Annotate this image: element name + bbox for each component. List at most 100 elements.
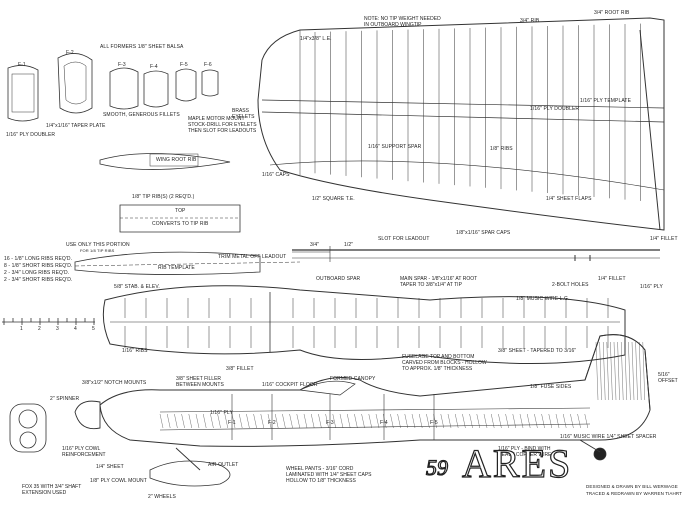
air-outlet-label: AIR OUTLET: [208, 462, 239, 468]
fuselage-grain-line: [188, 413, 192, 429]
wing-root-rib-label: WING ROOT RIB: [156, 157, 197, 163]
fuselage-grain-line: [548, 413, 552, 429]
fuselage-grain-line: [505, 413, 509, 429]
fuselage-grain-line: [181, 413, 185, 429]
fuse-former-f2: F-2: [268, 420, 276, 426]
fuselage-grain-line: [354, 413, 358, 429]
fuselage-grain-line: [404, 413, 408, 429]
main-spar-label: MAIN SPAR - 1/8"x1/16" AT ROOT TAPER TO …: [400, 276, 478, 288]
fuselage-grain-line: [217, 413, 221, 429]
scale-tick-4: 4: [74, 326, 77, 332]
fin-grain-line: [595, 341, 599, 401]
former-label-f4: F-4: [150, 64, 158, 70]
wing-root-rib-drawing: [99, 153, 231, 170]
rib-list-item-4: 2 - 3/4" SHORT RIBS REQ'D.: [4, 277, 73, 283]
tip-weight-note: NOTE: NO TIP WEIGHT NEEDED IN OUTBOARD W…: [364, 16, 441, 28]
square-te-label: 1/2" SQUARE T.E.: [312, 196, 355, 202]
fuselage-grain-line: [483, 413, 488, 429]
shaft-extension-label: FOX 35 WITH 3/4" SHAFT EXTENSION USED: [22, 484, 82, 496]
tip-rib-template: [119, 204, 241, 233]
fin-grain-line: [606, 341, 609, 401]
taper-plate-label: 1/4"x1/16" TAPER PLATE: [46, 123, 106, 129]
cowl-mount-label: 1/8" PLY COWL MOUNT: [90, 478, 147, 484]
fuselage-grain-line: [347, 413, 351, 429]
use-portion-label: USE ONLY THIS PORTION: [66, 242, 130, 248]
rib-template: [74, 251, 301, 275]
fuselage-grain-line: [462, 413, 466, 429]
spinner: [74, 400, 101, 430]
sheet-tapered-label: 3/8" SHEET - TAPERED TO 3/16": [498, 348, 577, 354]
wheel-pants-note: WHEEL PANTS - 3/16" CORD LAMINATED WITH …: [286, 466, 372, 484]
fuse-former-f4: F-4: [380, 420, 388, 426]
fin-grain-line: [631, 341, 635, 401]
tip-rib-small-label: FOR 1/8 TIP RIBS: [80, 248, 115, 253]
former-f3: [109, 67, 139, 110]
fuse-sides-label: 1/8" FUSE SIDES: [530, 384, 572, 390]
fuselage-grain-line: [325, 413, 329, 429]
fuselage-grain-line: [426, 413, 430, 429]
wheel-pant: [149, 447, 231, 487]
convert-tip-label: CONVERTS TO TIP RIB: [152, 221, 209, 227]
fuselage-grain-line: [210, 413, 214, 429]
rib-list-item-2: 8 - 1/8" SHORT RIBS REQ'D.: [4, 263, 73, 269]
fuselage-grain-line: [296, 413, 300, 429]
fuselage-grain-line: [390, 413, 394, 429]
engine-front-view: [9, 403, 47, 453]
fuselage-grain-line: [195, 413, 200, 429]
sheet-filler-label: 3/8" SHEET FILLER BETWEEN MOUNTS: [176, 376, 224, 388]
fuselage-grain-line: [469, 413, 473, 429]
rib-list-item-1: 16 - 1/8" LONG RIBS REQ'D.: [4, 256, 73, 262]
fin-grain-line: [617, 341, 620, 401]
wing-le-label: 1/4"x3/8" L.E.: [300, 36, 332, 42]
fuse-ply-label: 1/16" PLY: [210, 410, 233, 416]
fuse-top-bottom-note: FUSELAGE TOP AND BOTTOM CARVED FROM BLOC…: [402, 354, 487, 372]
motor-mount-note: MAPLE MOTOR MOUNT STOCK-DRILL FOR EYELET…: [188, 116, 257, 134]
fin-grain-line: [624, 341, 627, 401]
fuselage-grain-line: [570, 413, 574, 429]
cockpit-floor-label: 1/16" COCKPIT FLOOR: [262, 382, 318, 388]
fuselage-grain-line: [447, 413, 452, 429]
fuse-former-f5: F-5: [430, 420, 438, 426]
fuselage-grain-line: [260, 413, 264, 429]
fuselage-grain-line: [519, 413, 524, 429]
formers-header: ALL FORMERS 1/8" SHEET BALSA: [100, 44, 184, 50]
music-wire-spacer-label: 1/16" MUSIC WIRE 1/4" SHEET SPACER: [560, 434, 657, 440]
spar-ply-label: 1/16" PLY: [640, 284, 663, 290]
title-year: 59: [425, 454, 448, 480]
top-label: TOP: [175, 208, 186, 214]
fuselage-grain-line: [253, 413, 257, 429]
former-f5: [175, 68, 197, 102]
bolt-holes-label: 2-BOLT HOLES: [552, 282, 589, 288]
fuselage-grain-line: [555, 413, 560, 429]
fuselage-grain-line: [289, 413, 293, 429]
fuselage-grain-line: [267, 413, 272, 429]
spar-caps-label: 1/8"x1/16" SPAR CAPS: [456, 230, 511, 236]
ply-cowl-label: 1/16" PLY COWL REINFORCEMENT: [62, 446, 106, 458]
fin-grain-line: [603, 341, 606, 401]
former-label-f5: F-5: [180, 62, 188, 68]
fuselage-grain-line: [339, 413, 344, 429]
rib-list-item-3: 2 - 3/4" LONG RIBS REQ'D.: [4, 270, 70, 276]
fuselage-grain-line: [318, 413, 322, 429]
scale-tick-3: 3: [56, 326, 59, 332]
fuselage-grain-line: [411, 413, 416, 429]
fuselage-grain-line: [440, 413, 444, 429]
fin-grain-line: [628, 341, 631, 401]
fin-grain-line: [635, 341, 638, 401]
fin-grain-line: [599, 341, 602, 401]
fuselage-grain-line: [303, 413, 308, 429]
former-label-f1: F-1: [18, 62, 26, 68]
former-label-f6: F-6: [204, 62, 212, 68]
title-name: ARES: [461, 440, 573, 486]
fin-grain-line: [613, 341, 617, 401]
former-f2: [57, 53, 93, 114]
credit-line-2: TRACED & REDRAWN BY WARREN TIAHRT: [586, 491, 682, 496]
fuselage-grain-line: [498, 413, 502, 429]
fuselage-grain-line: [174, 413, 178, 429]
fuse-former-f1: F-1: [228, 420, 236, 426]
spar-dim-b: 1/2": [344, 242, 354, 248]
spinner-label: 2" SPINNER: [50, 396, 80, 402]
fin-grain-line: [621, 341, 624, 401]
stab-ribs: [124, 298, 609, 348]
brass-eyelets-label: BRASS EYELETS: [232, 108, 255, 120]
